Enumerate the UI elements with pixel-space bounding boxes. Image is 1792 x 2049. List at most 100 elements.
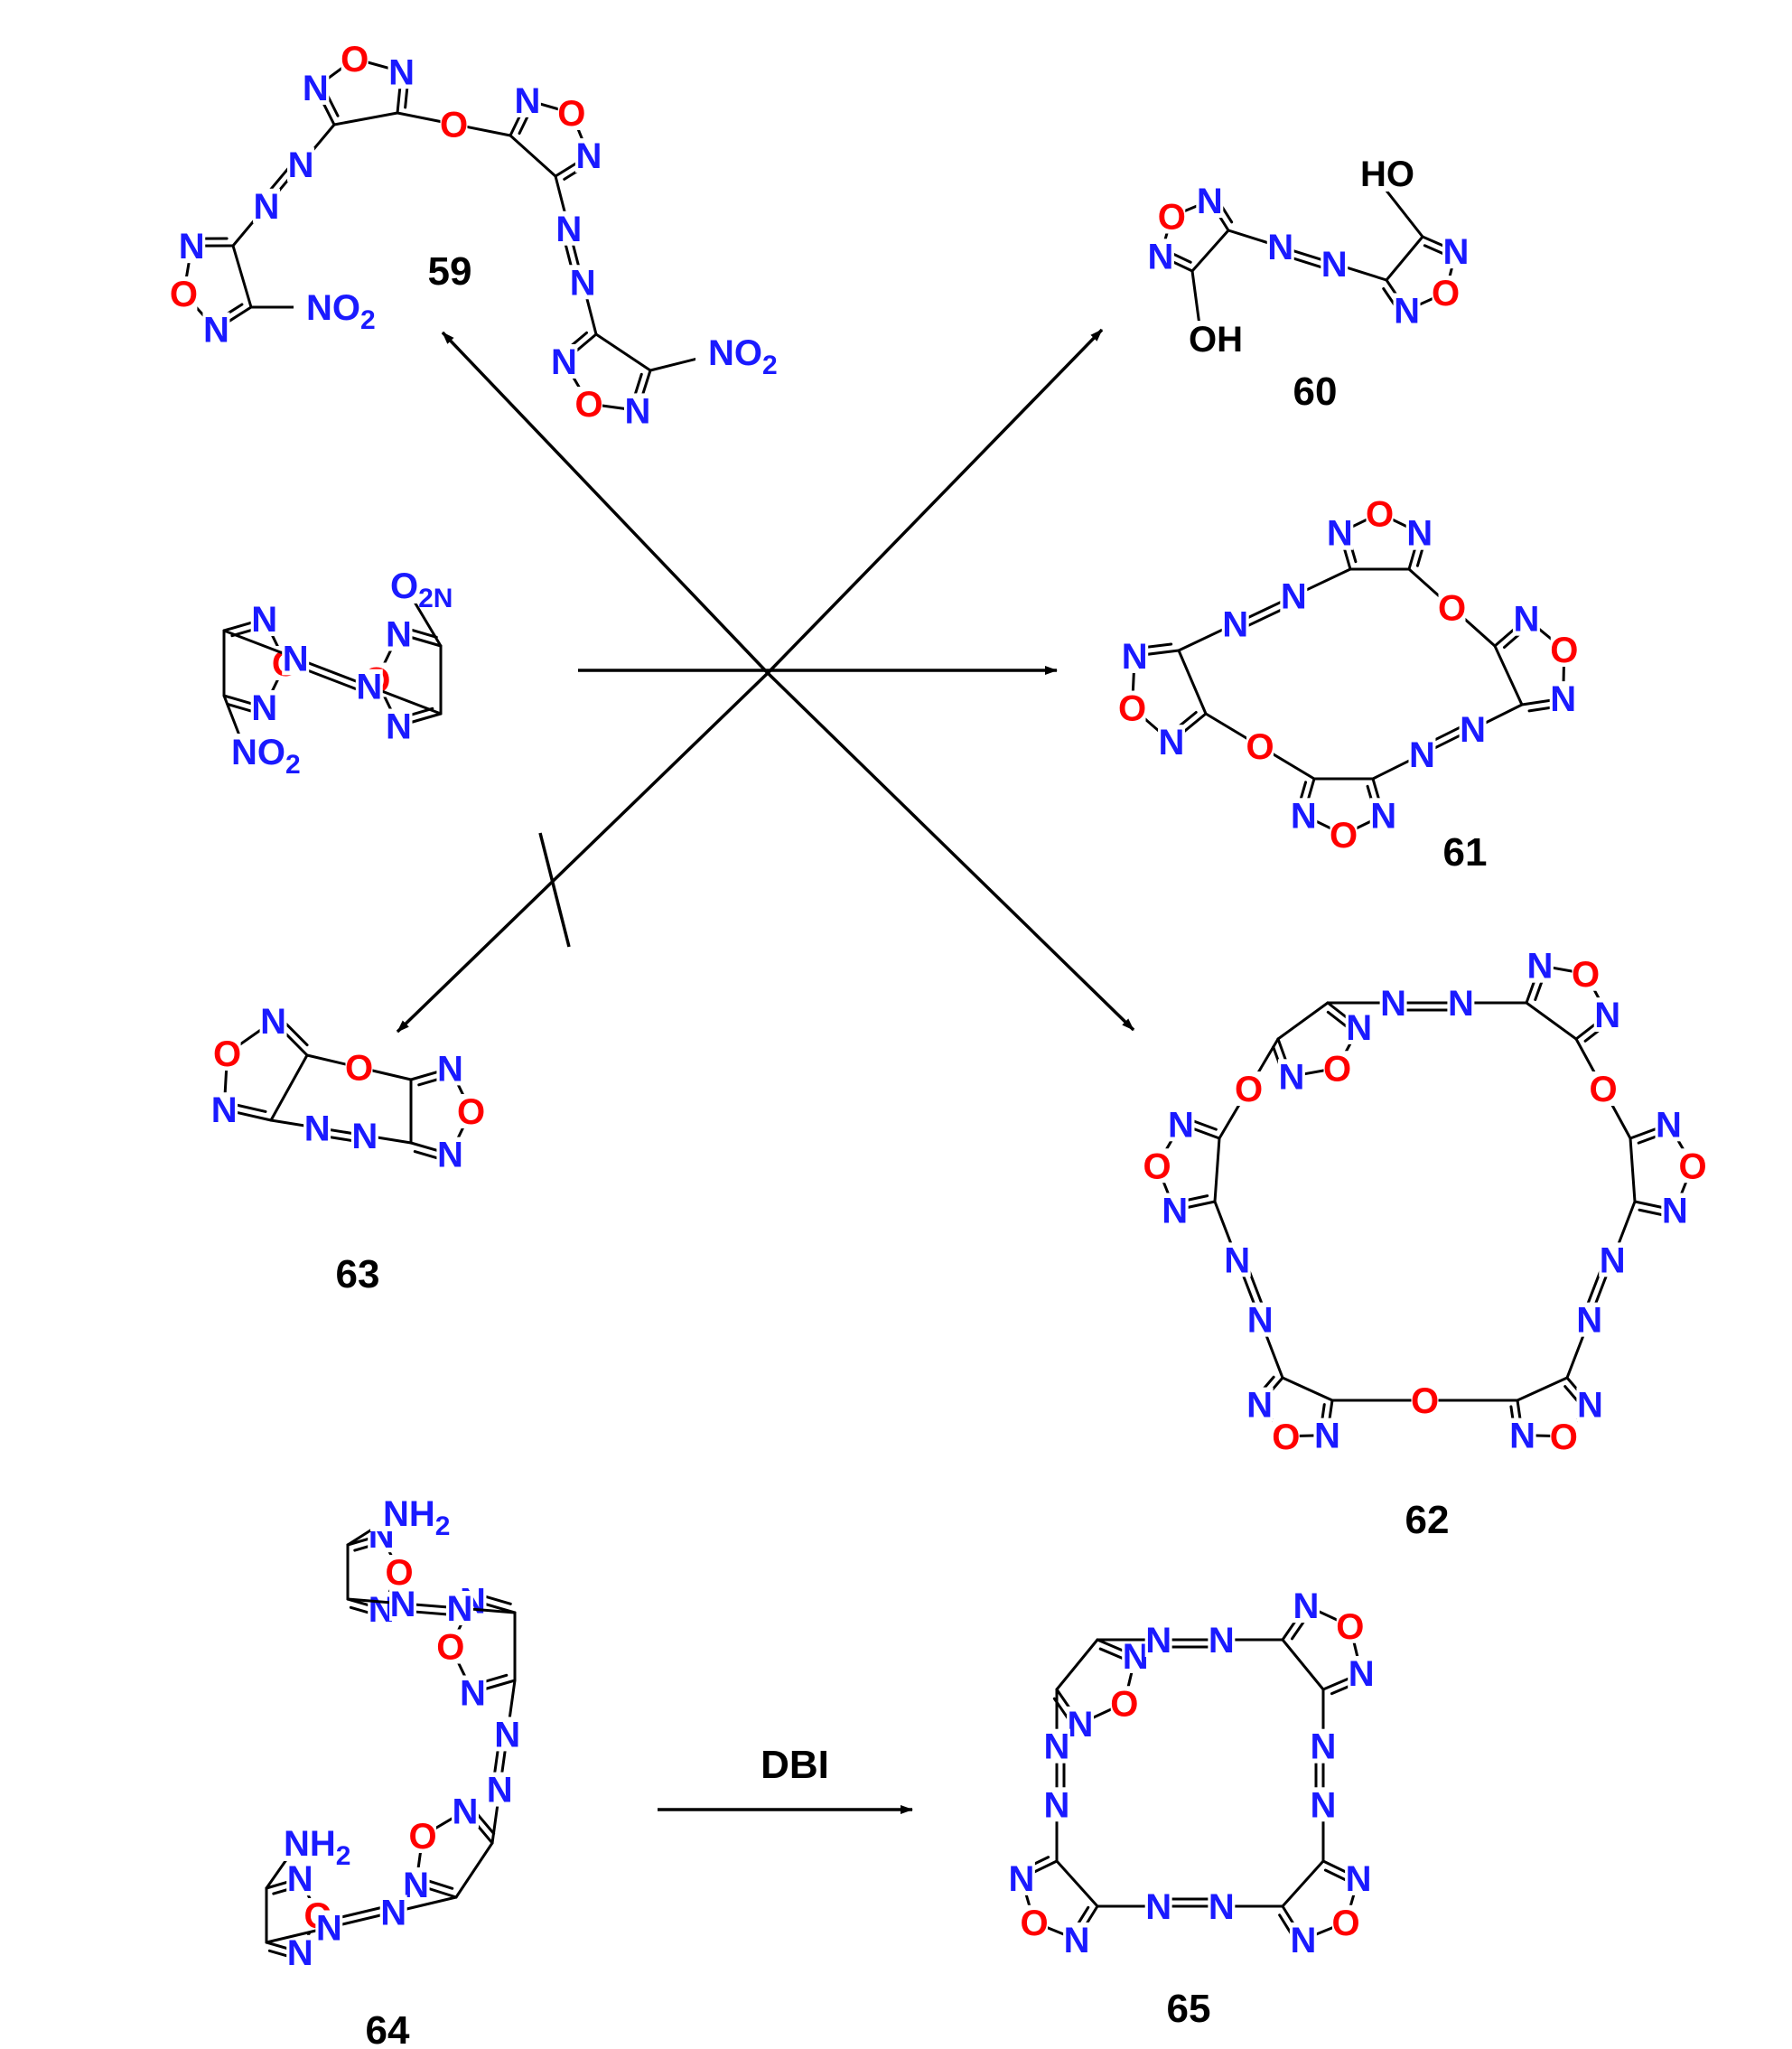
nitrogen-atom: N xyxy=(1460,710,1486,750)
nitrogen-atom: N xyxy=(1197,182,1223,221)
atom-mask xyxy=(1550,1418,1578,1454)
oxygen-atom: O xyxy=(1589,1070,1617,1109)
oxygen-atom: O xyxy=(1330,816,1358,856)
oxygen-atom: O xyxy=(341,40,369,80)
atom-mask xyxy=(1576,1387,1604,1422)
atom-mask xyxy=(341,42,369,76)
atom-mask xyxy=(250,689,278,725)
oxygen-atom: O xyxy=(1336,1607,1364,1647)
blocked-mark xyxy=(538,832,571,948)
nitrogen-atom: N xyxy=(1406,514,1433,554)
atom-mask xyxy=(1144,1889,1172,1923)
nitrogen-atom: N xyxy=(551,342,577,382)
nitrogen-atom: N xyxy=(494,1715,520,1754)
nitrogen-atom: N xyxy=(1311,1727,1337,1767)
nitrogen-atom: N xyxy=(1224,1240,1250,1280)
group-mask xyxy=(370,1495,434,1531)
atom-mask xyxy=(210,1092,238,1127)
atom-mask xyxy=(1043,1787,1070,1822)
bond xyxy=(1055,1859,1099,1908)
atom-mask xyxy=(1512,601,1540,636)
nitrogen-atom: N xyxy=(437,1136,463,1175)
nitrogen-atom: N xyxy=(487,1771,513,1810)
atom-mask xyxy=(252,188,280,223)
nitrogen-atom: N xyxy=(1394,291,1420,331)
atom-mask xyxy=(286,1861,314,1896)
atom-mask xyxy=(440,107,468,142)
atom-mask xyxy=(213,1036,241,1071)
atom-mask xyxy=(1323,1051,1351,1086)
atom-mask xyxy=(1272,1418,1300,1454)
atom-mask xyxy=(286,1934,314,1969)
oxygen-atom: O xyxy=(1118,689,1146,729)
atom-mask xyxy=(1167,1107,1195,1142)
nitrogen-atom: N xyxy=(1278,1057,1304,1097)
atom-mask xyxy=(574,138,602,173)
starting-material-molecule: NNONNONNNO2O2N xyxy=(219,566,453,780)
atom-mask xyxy=(345,1050,373,1085)
arrow-to-62 xyxy=(766,671,1135,1032)
nitrogen-atom: N xyxy=(1513,600,1539,640)
oxygen-atom: O xyxy=(1235,1070,1263,1109)
nitrogen-atom: N xyxy=(251,600,277,640)
nitrogen-atom: N xyxy=(1247,1301,1274,1341)
nitrogen-atom: N xyxy=(1327,514,1353,554)
group-mask xyxy=(695,334,759,370)
atom-mask xyxy=(513,82,541,117)
atom-mask xyxy=(1221,606,1249,641)
atom-mask xyxy=(303,1110,331,1146)
nitrogen-atom: N xyxy=(625,391,651,431)
nitrogen-atom: N xyxy=(287,1933,313,1973)
atom-mask xyxy=(1332,1904,1359,1940)
nitrogen-atom: N xyxy=(1267,228,1293,267)
oxygen-atom: O xyxy=(1272,1417,1300,1457)
nitrogen-atom: N xyxy=(575,136,602,176)
atom-mask xyxy=(1459,712,1487,747)
nitrogen-atom: N xyxy=(1147,237,1173,276)
atom-mask xyxy=(1379,986,1407,1020)
atom-mask xyxy=(457,1094,485,1128)
atom-mask xyxy=(1590,1071,1617,1106)
bond xyxy=(1276,1001,1330,1041)
atom-mask xyxy=(302,70,330,105)
atom-mask xyxy=(1235,1071,1263,1106)
atom-mask xyxy=(1266,229,1294,265)
atom-mask xyxy=(557,96,585,130)
atom-mask xyxy=(1158,199,1186,234)
atom-mask xyxy=(1063,1922,1091,1957)
atom-mask xyxy=(550,344,578,379)
nitrogen-atom: N xyxy=(288,145,314,185)
arrow-to-60 xyxy=(766,328,1104,675)
atom-mask xyxy=(1208,1623,1236,1657)
arrow-to-63 xyxy=(396,671,770,1034)
nitrogen-atom: N xyxy=(1448,984,1474,1024)
atom-mask xyxy=(389,1586,417,1621)
group-mask xyxy=(219,734,282,770)
bond xyxy=(303,668,358,690)
oxygen-atom: O xyxy=(440,106,468,145)
nitrogen-atom: N xyxy=(1311,1785,1337,1825)
nitrogen-atom: N xyxy=(260,1002,286,1042)
label-compound-61: 61 xyxy=(1443,830,1488,875)
atom-mask xyxy=(385,708,413,744)
atom-mask xyxy=(1223,1242,1251,1277)
nitrogen-atom: N xyxy=(1550,679,1576,719)
atom-mask xyxy=(1143,1148,1171,1184)
atom-mask xyxy=(1110,1686,1138,1721)
atom-mask xyxy=(250,602,278,637)
label-compound-63: 63 xyxy=(336,1252,380,1296)
oxygen-atom: O xyxy=(1550,631,1578,670)
nitrogen-atom: N xyxy=(287,1859,313,1899)
atom-mask xyxy=(1122,1639,1150,1673)
nitrogen-atom: N xyxy=(1349,1654,1375,1694)
nitrogen-atom: N xyxy=(1008,1859,1034,1899)
bond xyxy=(1385,235,1424,282)
oxygen-atom: O xyxy=(1678,1146,1706,1186)
nitrogen-atom: N xyxy=(555,210,582,249)
nitrogen-atom: N xyxy=(1577,1386,1603,1426)
nitrogen-atom: N xyxy=(1064,1921,1090,1960)
bond xyxy=(1281,1859,1325,1908)
